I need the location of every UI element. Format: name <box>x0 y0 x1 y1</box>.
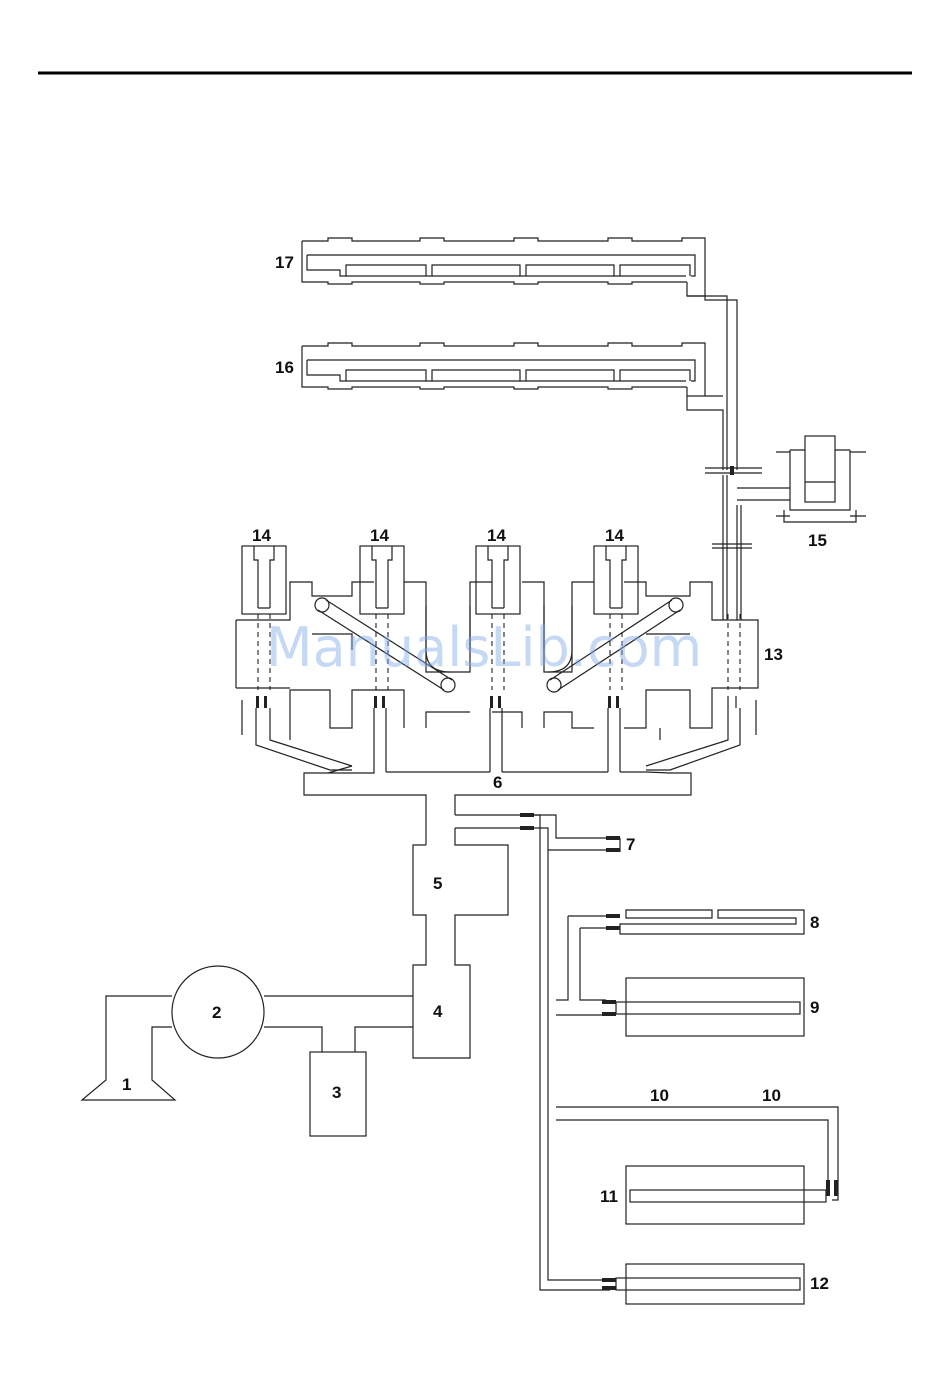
head-feed-pipes <box>242 700 756 772</box>
label-5: 5 <box>433 874 442 893</box>
label-10a: 10 <box>650 1086 669 1105</box>
gallery-17 <box>302 238 705 296</box>
label-14a: 14 <box>252 526 271 545</box>
label-2: 2 <box>212 1003 221 1022</box>
label-8: 8 <box>810 913 819 932</box>
label-11: 11 <box>600 1187 618 1206</box>
component-8 <box>620 910 804 934</box>
label-15: 15 <box>808 531 827 550</box>
label-12: 12 <box>810 1274 829 1293</box>
labels: 1 2 3 4 5 6 7 8 9 10 10 11 12 13 14 14 1… <box>122 253 829 1293</box>
label-9: 9 <box>810 998 819 1017</box>
label-13: 13 <box>764 645 783 664</box>
label-6: 6 <box>493 773 502 792</box>
component-9 <box>616 978 804 1036</box>
branch-lines <box>455 813 838 1290</box>
label-10b: 10 <box>762 1086 781 1105</box>
label-3: 3 <box>332 1083 341 1102</box>
pump-2 <box>82 966 413 1100</box>
label-14b: 14 <box>370 526 389 545</box>
component-15 <box>776 436 866 522</box>
riser-pipes <box>687 296 790 620</box>
label-14d: 14 <box>605 526 624 545</box>
label-16: 16 <box>275 358 294 377</box>
component-11 <box>626 1166 826 1224</box>
label-1: 1 <box>122 1075 131 1094</box>
gallery-16 <box>302 343 705 396</box>
label-17: 17 <box>275 253 294 272</box>
watermark: ManualsLib.com <box>266 616 702 679</box>
label-14c: 14 <box>487 526 506 545</box>
label-4: 4 <box>433 1002 443 1021</box>
filter-5 <box>413 828 508 1058</box>
label-7: 7 <box>626 835 635 854</box>
component-12 <box>616 1264 804 1304</box>
